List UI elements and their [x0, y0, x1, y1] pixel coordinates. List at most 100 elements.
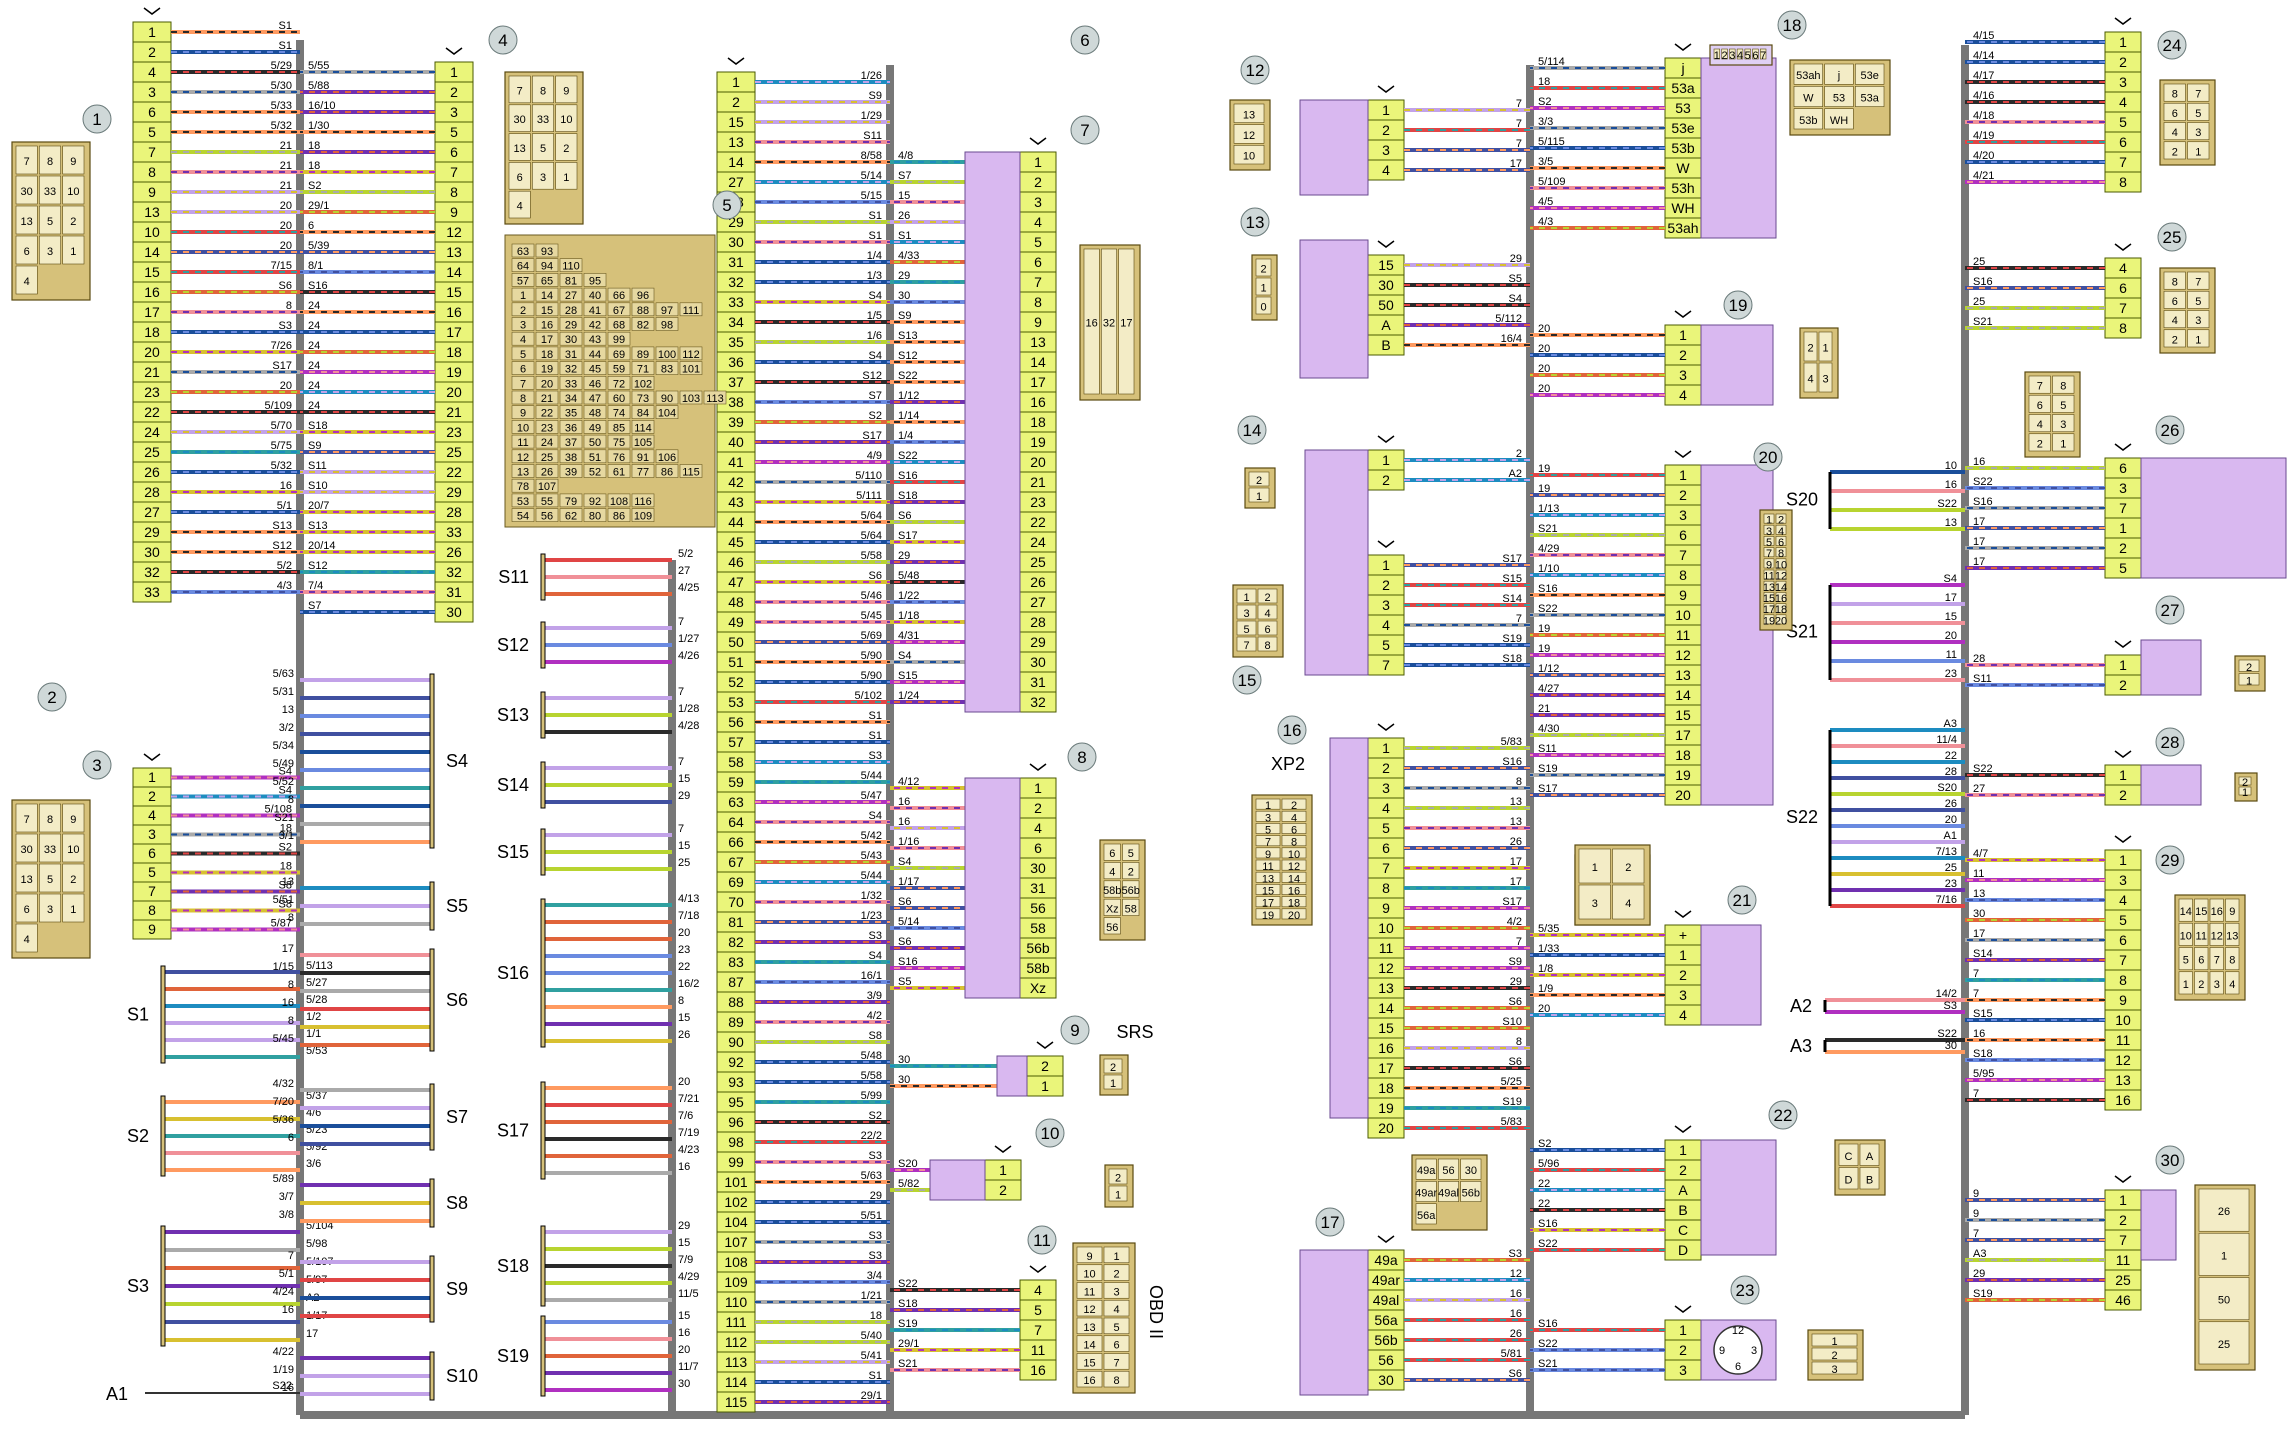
fuse-slot[interactable]: [655, 317, 679, 331]
fuse-slot[interactable]: [559, 493, 583, 508]
fuse-slot[interactable]: [631, 390, 655, 405]
fuse-slot[interactable]: [631, 346, 655, 361]
fuse-slot[interactable]: [583, 508, 607, 522]
fuse-slot[interactable]: [535, 478, 559, 493]
fuse-slot[interactable]: [535, 258, 559, 273]
fuse-slot[interactable]: [607, 331, 631, 346]
fuse-slot[interactable]: [631, 375, 655, 390]
fuse-slot[interactable]: [559, 464, 583, 478]
fuse-slot[interactable]: [607, 434, 631, 449]
fuse-slot[interactable]: [583, 449, 607, 464]
fuse-slot[interactable]: [511, 508, 535, 522]
fuse-slot[interactable]: [511, 258, 535, 273]
fuse-slot[interactable]: [607, 420, 631, 434]
fuse-slot[interactable]: [607, 317, 631, 331]
fuse-slot[interactable]: [535, 243, 559, 258]
fuse-slot[interactable]: [679, 346, 703, 361]
fuse-slot[interactable]: [535, 405, 559, 420]
fuse-slot[interactable]: [535, 273, 559, 287]
fuse-slot[interactable]: [631, 302, 655, 317]
fuse-slot[interactable]: [511, 331, 535, 346]
fuse-slot[interactable]: [511, 434, 535, 449]
fuse-slot[interactable]: [631, 464, 655, 478]
fuse-slot[interactable]: [559, 331, 583, 346]
fuse-slot[interactable]: [511, 478, 535, 493]
fuse-slot[interactable]: [535, 317, 559, 331]
fuse-slot[interactable]: [511, 243, 535, 258]
fuse-slot[interactable]: [511, 493, 535, 508]
fuse-slot[interactable]: [655, 361, 679, 375]
fuse-slot[interactable]: [511, 420, 535, 434]
fuse-slot[interactable]: [583, 331, 607, 346]
fuse-slot[interactable]: [631, 434, 655, 449]
fuse-slot[interactable]: [559, 420, 583, 434]
fuse-slot[interactable]: [655, 449, 679, 464]
fuse-slot[interactable]: [631, 287, 655, 302]
fuse-slot[interactable]: [535, 508, 559, 522]
fuse-slot[interactable]: [559, 287, 583, 302]
fuse-slot[interactable]: [679, 390, 703, 405]
fuse-slot[interactable]: [583, 273, 607, 287]
fuse-slot[interactable]: [535, 375, 559, 390]
fuse-slot[interactable]: [559, 346, 583, 361]
fuse-slot[interactable]: [559, 508, 583, 522]
fuse-slot[interactable]: [559, 434, 583, 449]
fuse-slot[interactable]: [535, 434, 559, 449]
fuse-slot[interactable]: [511, 302, 535, 317]
fuse-slot[interactable]: [631, 317, 655, 331]
fuse-slot[interactable]: [631, 493, 655, 508]
fuse-slot[interactable]: [703, 390, 727, 405]
fuse-slot[interactable]: [607, 464, 631, 478]
fuse-slot[interactable]: [631, 420, 655, 434]
fuse-slot[interactable]: [607, 493, 631, 508]
fuse-slot[interactable]: [655, 302, 679, 317]
fuse-slot[interactable]: [679, 361, 703, 375]
fuse-slot[interactable]: [535, 361, 559, 375]
fuse-slot[interactable]: [607, 287, 631, 302]
fuse-slot[interactable]: [535, 420, 559, 434]
fuse-slot[interactable]: [583, 493, 607, 508]
fuse-slot[interactable]: [607, 375, 631, 390]
fuse-slot[interactable]: [535, 464, 559, 478]
fuse-slot[interactable]: [631, 405, 655, 420]
fuse-slot[interactable]: [559, 258, 583, 273]
fuse-slot[interactable]: [583, 346, 607, 361]
fuse-slot[interactable]: [511, 390, 535, 405]
fuse-slot[interactable]: [583, 361, 607, 375]
fuse-slot[interactable]: [559, 375, 583, 390]
fuse-slot[interactable]: [511, 375, 535, 390]
fuse-slot[interactable]: [511, 449, 535, 464]
fuse-slot[interactable]: [607, 405, 631, 420]
fuse-slot[interactable]: [535, 287, 559, 302]
fuse-slot[interactable]: [655, 405, 679, 420]
fuse-slot[interactable]: [535, 346, 559, 361]
fuse-slot[interactable]: [631, 508, 655, 522]
fuse-slot[interactable]: [511, 273, 535, 287]
fuse-slot[interactable]: [631, 449, 655, 464]
fuse-slot[interactable]: [679, 464, 703, 478]
fuse-slot[interactable]: [559, 302, 583, 317]
fuse-slot[interactable]: [583, 375, 607, 390]
fuse-slot[interactable]: [583, 317, 607, 331]
fuse-slot[interactable]: [535, 331, 559, 346]
fuse-slot[interactable]: [607, 361, 631, 375]
fuse-slot[interactable]: [655, 464, 679, 478]
fuse-slot[interactable]: [511, 405, 535, 420]
fuse-slot[interactable]: [583, 302, 607, 317]
fuse-slot[interactable]: [655, 346, 679, 361]
fuse-slot[interactable]: [511, 287, 535, 302]
fuse-slot[interactable]: [559, 273, 583, 287]
fuse-slot[interactable]: [583, 287, 607, 302]
fuse-slot[interactable]: [559, 449, 583, 464]
fuse-slot[interactable]: [583, 420, 607, 434]
fuse-slot[interactable]: [583, 434, 607, 449]
fuse-slot[interactable]: [511, 346, 535, 361]
fuse-slot[interactable]: [535, 449, 559, 464]
fuse-slot[interactable]: [679, 302, 703, 317]
fuse-slot[interactable]: [655, 390, 679, 405]
fuse-slot[interactable]: [583, 390, 607, 405]
fuse-slot[interactable]: [607, 449, 631, 464]
fuse-slot[interactable]: [511, 464, 535, 478]
fuse-slot[interactable]: [559, 405, 583, 420]
fuse-slot[interactable]: [583, 405, 607, 420]
